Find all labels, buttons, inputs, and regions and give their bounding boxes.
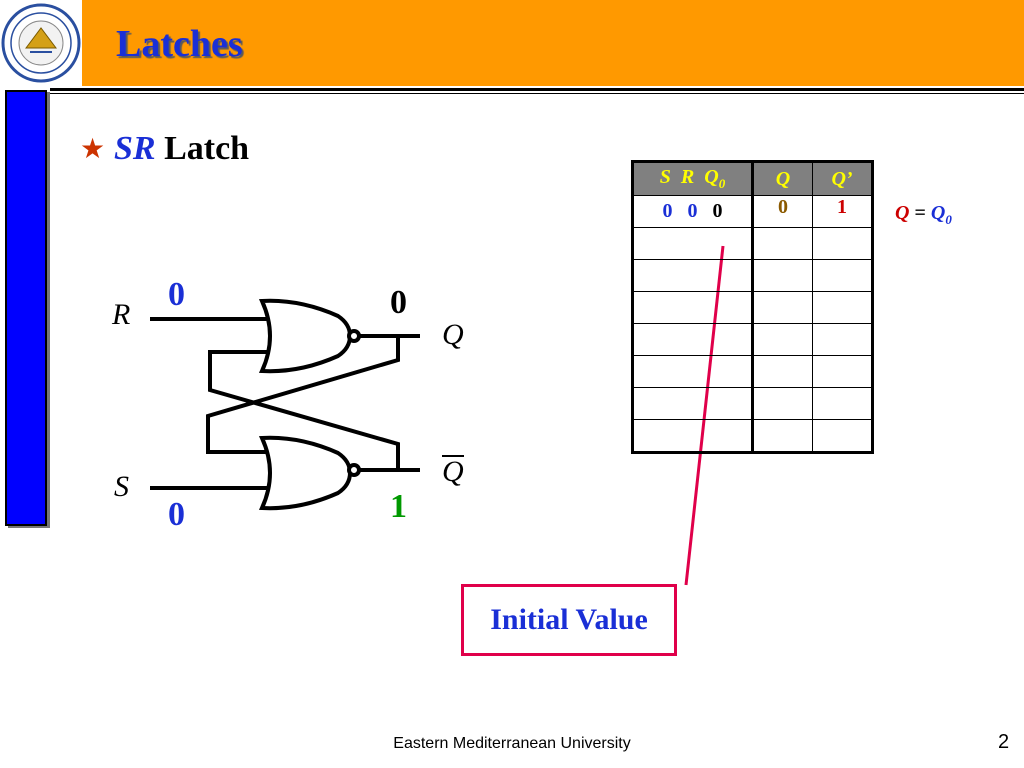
initial-value-callout: Initial Value xyxy=(461,584,677,656)
label-qbar: Q xyxy=(442,455,464,488)
bullet-latch: Latch xyxy=(155,130,250,167)
sidebar xyxy=(0,86,50,526)
footer-university: Eastern Mediterranean University xyxy=(393,735,631,752)
row1-qprime: 1 xyxy=(812,195,873,228)
bullet-sr: SR xyxy=(114,130,156,167)
table-row xyxy=(632,387,873,420)
row1-inputs: 0 0 0 xyxy=(632,195,753,228)
table-row xyxy=(632,227,873,260)
header-divider xyxy=(48,88,1024,91)
qbar-feedback-wire xyxy=(208,350,400,470)
table-row xyxy=(632,355,873,388)
s-value: 0 xyxy=(168,496,185,533)
nor-gate-top xyxy=(258,298,353,374)
table-row xyxy=(632,291,873,324)
header-bar xyxy=(0,0,1024,86)
bullet-heading: SR Latch xyxy=(114,130,249,168)
nor-gate-bottom xyxy=(258,435,353,511)
table-row xyxy=(632,419,873,453)
header-q: Q xyxy=(751,161,813,196)
university-logo xyxy=(0,0,82,86)
slide-title: Latches xyxy=(116,23,243,65)
truth-table: S R Q0 Q Q’ 0 0 0 0 1 xyxy=(631,160,874,454)
label-r: R xyxy=(112,298,131,331)
page-number: 2 xyxy=(998,731,1010,753)
label-s: S xyxy=(114,470,129,503)
r-value: 0 xyxy=(168,276,185,313)
q-feedback-wire xyxy=(206,336,400,454)
sidebar-blue-bar xyxy=(5,90,47,526)
nor-bubble-top xyxy=(347,329,361,343)
truth-table-header: S R Q0 Q Q’ xyxy=(632,161,873,196)
header-divider-thin xyxy=(48,93,1024,94)
row1-q: 0 xyxy=(751,195,813,228)
label-q: Q xyxy=(442,318,464,351)
q-value: 0 xyxy=(390,284,407,321)
nor-bubble-bottom xyxy=(347,463,361,477)
header-s-r-q0: S R Q0 xyxy=(632,161,753,196)
equation-q-equals-q0: Q = Q0 xyxy=(895,202,952,227)
table-row xyxy=(632,259,873,292)
table-row xyxy=(632,323,873,356)
bullet-star-icon: ★ xyxy=(80,134,106,165)
header-qprime: Q’ xyxy=(812,161,873,196)
table-row: 0 0 0 0 1 xyxy=(632,195,873,228)
qbar-value: 1 xyxy=(390,488,407,525)
